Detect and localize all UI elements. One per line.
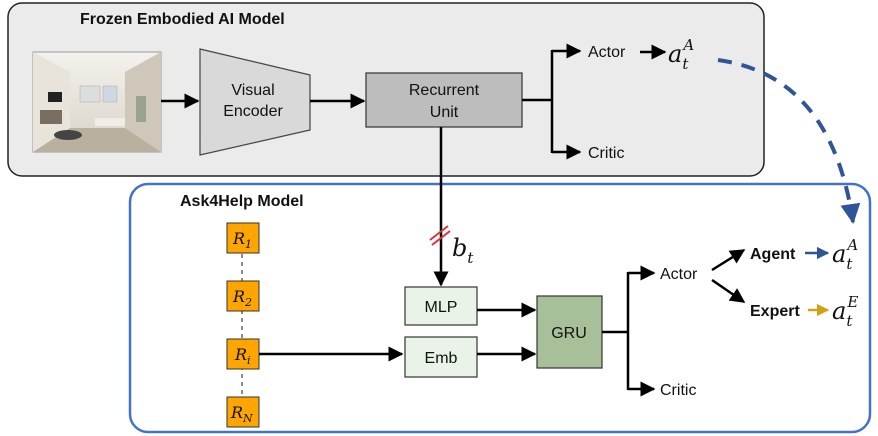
recurrent-unit-label-line1: Recurrent xyxy=(409,82,480,99)
gru-block xyxy=(536,295,603,369)
ask4help-panel-border xyxy=(128,182,872,434)
visual-encoder-label-line1: Visual xyxy=(231,82,274,99)
observation-image xyxy=(32,51,162,153)
visual-encoder-block xyxy=(199,48,311,156)
frozen-action-symbol: atA xyxy=(668,36,694,73)
reward-token-1: R1 xyxy=(226,222,260,254)
frozen-panel-title: Frozen Embodied AI Model xyxy=(80,11,285,28)
reward-token-i: Ri xyxy=(226,338,260,370)
belief-symbol: bt xyxy=(452,234,474,267)
visual-encoder-label-line2: Encoder xyxy=(223,103,283,120)
ask4help-actor-label: Actor xyxy=(660,266,698,283)
stop-gradient-slash xyxy=(429,225,451,246)
svg-text:R2: R2 xyxy=(232,287,252,309)
ask4help-model-panel: Ask4Help Model R1 R2 Ri RN MLP Emb GRU xyxy=(128,182,872,434)
reward-token-n: RN xyxy=(226,396,260,428)
emb-block xyxy=(404,336,478,378)
actor-to-expert-arrow xyxy=(711,278,746,304)
ask4help-panel-title: Ask4Help Model xyxy=(180,193,304,210)
agent-label: Agent xyxy=(750,246,796,263)
frozen-model-panel: Frozen Embodied AI Model Visual Encoder … xyxy=(7,2,765,177)
frozen-actor-label: Actor xyxy=(588,44,626,61)
recurrent-unit-label-line2: Unit xyxy=(430,104,459,121)
reward-token-2: R2 xyxy=(226,280,260,312)
ask4help-critic-label: Critic xyxy=(660,382,696,399)
expert-action-symbol: atE xyxy=(832,293,858,330)
frozen-critic-label: Critic xyxy=(588,145,624,162)
svg-text:Ri: Ri xyxy=(234,345,251,367)
expert-label: Expert xyxy=(750,303,800,320)
mlp-label: MLP xyxy=(425,299,458,316)
svg-text:R1: R1 xyxy=(232,229,252,251)
recurrent-unit-block xyxy=(365,72,523,128)
actor-to-agent-arrow xyxy=(711,248,746,272)
agent-action-symbol: atA xyxy=(832,236,858,273)
emb-label: Emb xyxy=(425,350,458,367)
mlp-block xyxy=(404,286,478,326)
frozen-action-to-agent-dashed-arrow xyxy=(717,58,861,224)
svg-text:RN: RN xyxy=(230,403,253,425)
gru-label: GRU xyxy=(551,325,587,342)
